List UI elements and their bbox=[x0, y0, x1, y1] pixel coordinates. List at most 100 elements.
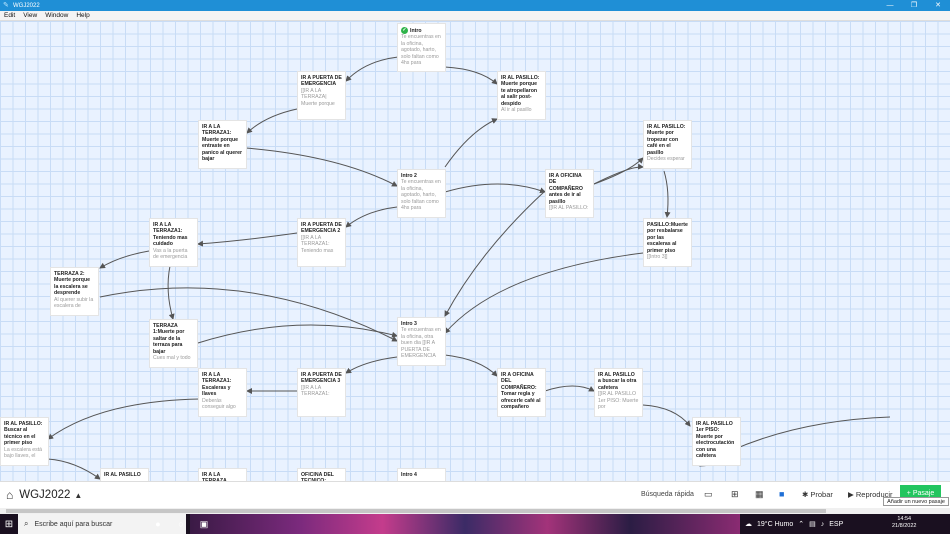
network-icon[interactable]: ▤ bbox=[809, 521, 816, 528]
story-title[interactable]: WGJ2022 bbox=[19, 489, 71, 501]
passage-title: Intro 4 bbox=[401, 472, 417, 478]
window-titlebar: ✎ WGJ2022 — ❐ ✕ bbox=[0, 0, 950, 11]
passage-excerpt: Te encuentras en la oficina, agotado, ha… bbox=[401, 179, 441, 212]
passage-card[interactable]: ✓Intro Te encuentras en la oficina, agot… bbox=[397, 23, 446, 72]
passage-title: PASILLO:Muerte por resbalarse por las es… bbox=[647, 222, 688, 254]
os-taskbar: ⊞ ⌕ Escribe aquí para buscar ● ○ ▣ ☁ 19°… bbox=[0, 514, 950, 534]
passage-card[interactable]: OFICINA DEL TECNICO: Muerte bbox=[297, 468, 346, 481]
app-icon[interactable]: ● bbox=[155, 519, 161, 529]
windows-start-icon[interactable]: ⊞ bbox=[4, 518, 14, 530]
taskbar-search[interactable]: ⌕ Escribe aquí para buscar bbox=[18, 514, 186, 534]
passage-excerpt: [[IR AL PASILLO: bbox=[549, 205, 589, 212]
passage-title: IR A LA TERRAZA1: Muerte porque entraste… bbox=[202, 124, 243, 163]
menu-window[interactable]: Window bbox=[45, 12, 69, 19]
highlight-icon[interactable]: ■ bbox=[779, 489, 785, 499]
clock-date: 21/8/2022 bbox=[892, 523, 917, 529]
passage-card[interactable]: IR A LA TERRAZA bbox=[198, 468, 247, 481]
passage-card[interactable]: IR A OFICINA DE COMPAÑERO antes de ir al… bbox=[545, 169, 594, 218]
link-arrow bbox=[444, 190, 546, 317]
link-arrow bbox=[444, 252, 644, 334]
passage-excerpt: [[Intro 3]] bbox=[647, 254, 668, 261]
story-details-icon[interactable]: ▭ bbox=[704, 489, 713, 499]
menu-bar: Edit View Window Help bbox=[0, 11, 950, 21]
passage-excerpt: Te encuentras en la oficina, otra buen d… bbox=[401, 327, 441, 360]
passage-card[interactable]: Intro 3 Te encuentras en la oficina, otr… bbox=[397, 317, 446, 366]
passage-excerpt: La escalera está bajo llaves, el bbox=[4, 446, 43, 460]
story-map-canvas[interactable]: ✓Intro Te encuentras en la oficina, agot… bbox=[0, 21, 950, 481]
passage-card[interactable]: IR AL PASILLO 1er PISO: Muerte por elect… bbox=[692, 417, 741, 466]
link-arrow bbox=[444, 183, 546, 194]
window-controls: — ❐ ✕ bbox=[878, 0, 950, 11]
passage-card[interactable]: Intro 2 Te encuentras en la oficina, ago… bbox=[397, 169, 446, 218]
chevron-up-icon[interactable]: ▲ bbox=[74, 490, 83, 500]
menu-view[interactable]: View bbox=[23, 12, 38, 19]
passage-title: Intro 2 bbox=[401, 173, 417, 179]
passage-card[interactable]: IR A LA TERRAZA1: Muerte porque entraste… bbox=[198, 120, 247, 169]
passage-card[interactable]: TERRAZA 1:Muerte por saltar de la terraz… bbox=[149, 319, 198, 368]
test-button[interactable]: ✱ Probar bbox=[802, 490, 833, 499]
passage-card[interactable]: IR AL PASILLO: Muerte por tropezar con c… bbox=[643, 120, 692, 169]
weather-text[interactable]: 19°C Humo bbox=[757, 520, 794, 528]
passage-card[interactable]: IR A OFICINA DEL COMPAÑERO: Tomar regla … bbox=[497, 368, 546, 417]
passage-card[interactable]: IR AL PASILLO: Muerte porque te atropell… bbox=[497, 71, 546, 120]
passage-card[interactable]: IR A LA TERRAZA1: Escaleras y llaves Deb… bbox=[198, 368, 247, 417]
menu-edit[interactable]: Edit bbox=[4, 12, 16, 19]
play-button[interactable]: ▶ Reproducir bbox=[848, 490, 893, 499]
passage-excerpt: Al querer subir la escalera de bbox=[54, 296, 94, 310]
passage-card[interactable]: IR AL PASILLO bbox=[100, 468, 149, 481]
passage-title: OFICINA DEL TECNICO: Muerte bbox=[301, 472, 334, 481]
passage-title: IR A PUERTA DE EMERGENCIA bbox=[301, 75, 342, 88]
passage-card[interactable]: IR A LA TERRAZA1: Teniendo mas cuidado V… bbox=[149, 218, 198, 267]
passage-excerpt: Al ir al pasillo bbox=[501, 107, 532, 114]
language-indicator[interactable]: ESP bbox=[829, 520, 844, 528]
passage-title: IR AL PASILLO bbox=[104, 472, 141, 478]
play-label: Reproducir bbox=[855, 490, 893, 499]
passage-excerpt: [[IR A LA TERRAZA1: Teniendo mas bbox=[301, 234, 334, 254]
passage-links bbox=[47, 56, 891, 480]
twine-logo-icon: ✎ bbox=[3, 2, 9, 9]
taskbar-clock[interactable]: 14:54 21/8/2022 bbox=[892, 516, 916, 530]
passage-card[interactable]: IR AL PASILLO: Buscar al técnico en el p… bbox=[0, 417, 49, 466]
passage-card[interactable]: IR A PUERTA DE EMERGENCIA 3 [[IR A LA TE… bbox=[297, 368, 346, 417]
horizontal-scrollbar[interactable] bbox=[0, 508, 950, 514]
tray-chevron-icon[interactable]: ⌃ bbox=[798, 521, 805, 528]
grid-large-icon[interactable]: ▦ bbox=[755, 489, 764, 499]
menu-help[interactable]: Help bbox=[76, 12, 90, 19]
taskbar-search-placeholder: Escribe aquí para buscar bbox=[34, 520, 113, 528]
scrollbar-thumb[interactable] bbox=[6, 509, 826, 513]
maximize-icon[interactable]: ❐ bbox=[910, 2, 918, 9]
cortana-icon[interactable]: ○ bbox=[178, 519, 184, 529]
passage-excerpt: [[IR A LA TERRAZA| Muerte porque bbox=[301, 87, 335, 107]
passage-card[interactable]: TERRAZA 2: Muerte porque la escalera se … bbox=[50, 267, 99, 316]
passage-title: TERRAZA 1:Muerte por saltar de la terraz… bbox=[153, 323, 185, 355]
volume-icon[interactable]: ♪ bbox=[820, 520, 825, 528]
passage-title: IR A OFICINA DEL COMPAÑERO: Tomar regla … bbox=[501, 372, 541, 411]
taskbar-apps: ● ○ ▣ bbox=[150, 516, 219, 532]
link-arrow bbox=[345, 56, 399, 82]
minimize-icon[interactable]: — bbox=[886, 2, 894, 9]
link-arrow bbox=[47, 458, 101, 480]
task-view-icon[interactable]: ▣ bbox=[199, 519, 209, 529]
link-arrow bbox=[246, 108, 298, 134]
weather-icon: ☁ bbox=[745, 521, 752, 528]
home-icon[interactable]: ⌂ bbox=[6, 488, 14, 502]
passage-title: IR A LA TERRAZA bbox=[202, 472, 227, 481]
passage-card[interactable]: Intro 4 bbox=[397, 468, 446, 481]
link-arrow bbox=[47, 398, 201, 440]
link-arrow bbox=[444, 118, 498, 168]
link-arrow bbox=[345, 356, 398, 374]
close-icon[interactable]: ✕ bbox=[935, 2, 941, 9]
passage-card[interactable]: IR A PUERTA DE EMERGENCIA [[IR A LA TERR… bbox=[297, 71, 346, 120]
passage-title: IR A LA TERRAZA1: Teniendo mas cuidado bbox=[153, 222, 188, 248]
passage-card[interactable]: IR A PUERTA DE EMERGENCIA 2 [[IR A LA TE… bbox=[297, 218, 346, 267]
link-arrow bbox=[167, 265, 175, 320]
link-arrow bbox=[663, 170, 671, 218]
quick-search[interactable]: Búsqueda rápida bbox=[641, 491, 694, 498]
grid-small-icon[interactable]: ⊞ bbox=[731, 489, 739, 499]
new-passage-tooltip: Añadir un nuevo pasaje bbox=[883, 497, 949, 506]
passage-card[interactable]: IR AL PASILLO a buscar la otra cafetera … bbox=[594, 368, 643, 417]
passage-title: IR AL PASILLO: Muerte por tropezar con c… bbox=[647, 124, 686, 156]
passage-title: IR A PUERTA DE EMERGENCIA 3 bbox=[301, 372, 342, 385]
passage-title: IR A LA TERRAZA1: Escaleras y llaves bbox=[202, 372, 232, 398]
passage-card[interactable]: PASILLO:Muerte por resbalarse por las es… bbox=[643, 218, 692, 267]
